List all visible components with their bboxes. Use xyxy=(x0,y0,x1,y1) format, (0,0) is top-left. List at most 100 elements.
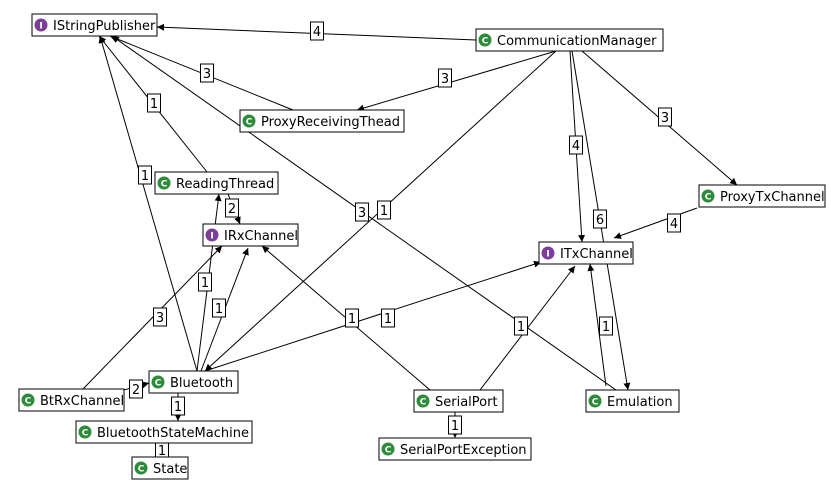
class-icon: C xyxy=(588,394,602,408)
edge-Bluetooth-to-IStringPublisher xyxy=(98,35,198,372)
edge-label: 1 xyxy=(514,316,528,336)
edge-label-box xyxy=(355,202,369,222)
edge-label: 3 xyxy=(355,202,369,222)
class-icon: C xyxy=(134,461,148,475)
class-icon: C xyxy=(242,114,256,128)
interface-icon: I xyxy=(541,246,555,260)
edge-label-count: 1 xyxy=(201,276,209,291)
node-box[interactable] xyxy=(413,389,504,413)
svg-text:I: I xyxy=(39,21,42,31)
edge-label: 3 xyxy=(153,307,167,327)
node-ProxyTxChannel[interactable]: C ProxyTxChannel xyxy=(698,184,826,208)
edge-label-count: 1 xyxy=(348,312,356,327)
edge-label: 1 xyxy=(448,415,462,435)
node-label: ProxyReceivingThead xyxy=(261,115,400,130)
edge-label: 4 xyxy=(310,21,324,41)
node-box[interactable] xyxy=(698,184,826,208)
edge-label-box xyxy=(147,93,161,113)
node-box[interactable] xyxy=(475,28,664,52)
edge-label-box xyxy=(658,107,672,127)
edge-label-box xyxy=(599,316,613,336)
node-label: ITxChannel xyxy=(560,247,633,262)
edge-label-box xyxy=(381,308,395,328)
edge-label-count: 1 xyxy=(158,444,166,459)
svg-text:C: C xyxy=(705,192,712,202)
class-icon: C xyxy=(701,189,715,203)
node-box[interactable] xyxy=(148,370,239,394)
edge-label-box xyxy=(593,209,607,229)
node-label: BluetoothStateMachine xyxy=(97,426,249,441)
edge-label-count: 3 xyxy=(661,111,669,126)
edge-SerialPort-to-IRxChannel xyxy=(204,260,542,372)
svg-text:I: I xyxy=(546,249,549,259)
edge-label-box xyxy=(225,198,239,218)
node-Emulation[interactable]: C Emulation xyxy=(585,389,680,413)
edge-label: 1 xyxy=(198,272,212,292)
node-box[interactable] xyxy=(585,389,680,413)
svg-text:C: C xyxy=(138,464,145,474)
node-box[interactable] xyxy=(202,223,299,247)
edge-label-count: 2 xyxy=(132,383,140,398)
edge-CommunicationManager-to-ProxyReceivingThead xyxy=(356,50,557,112)
node-label: Emulation xyxy=(607,395,673,410)
node-label: CommunicationManager xyxy=(497,34,657,49)
edge-label-count: 1 xyxy=(602,320,610,335)
edge-label-box xyxy=(377,200,391,220)
node-box[interactable] xyxy=(378,437,532,461)
node-box[interactable] xyxy=(18,388,125,412)
edge-label-count: 2 xyxy=(228,202,236,217)
node-ITxChannel[interactable]: I ITxChannel xyxy=(538,241,634,265)
node-box[interactable] xyxy=(75,420,253,444)
edge-label: 1 xyxy=(171,396,185,416)
edge-label: 2 xyxy=(129,379,143,399)
edge-label: 3 xyxy=(438,68,452,88)
edge-Emulation-to-ITxChannel xyxy=(587,263,607,387)
node-CommunicationManager[interactable]: C CommunicationManager xyxy=(475,28,664,52)
svg-text:C: C xyxy=(482,36,489,46)
edge-label: 2 xyxy=(225,198,239,218)
node-box[interactable] xyxy=(154,171,279,195)
edge-label-box xyxy=(514,316,528,336)
svg-text:C: C xyxy=(592,397,599,407)
node-box[interactable] xyxy=(239,109,405,133)
node-label: ReadingThread xyxy=(176,177,274,192)
edge-label: 1 xyxy=(599,316,613,336)
edge-label: 3 xyxy=(200,63,214,83)
node-label: ProxyTxChannel xyxy=(720,190,825,205)
edge-label-count: 1 xyxy=(451,419,459,434)
class-icon: C xyxy=(157,176,171,190)
svg-text:I: I xyxy=(210,231,213,241)
class-icon: C xyxy=(416,394,430,408)
node-box[interactable] xyxy=(538,241,634,265)
edge-label: 6 xyxy=(593,209,607,229)
edge-label-box xyxy=(310,21,324,41)
edge-label-box xyxy=(438,68,452,88)
edge-label-box xyxy=(198,272,212,292)
edge-label-box xyxy=(129,379,143,399)
edge-label-count: 3 xyxy=(441,72,449,87)
edge-label-count: 3 xyxy=(203,67,211,82)
node-box[interactable] xyxy=(31,13,158,37)
edge-label: 4 xyxy=(569,135,583,155)
edge-label-box xyxy=(448,415,462,435)
node-ProxyReceivingThead[interactable]: C ProxyReceivingThead xyxy=(239,109,405,133)
node-ReadingThread[interactable]: C ReadingThread xyxy=(154,171,279,195)
svg-text:C: C xyxy=(246,117,253,127)
node-box[interactable] xyxy=(131,456,189,480)
interface-icon: I xyxy=(34,18,48,32)
class-icon: C xyxy=(381,442,395,456)
edge-label-count: 4 xyxy=(572,139,580,154)
edge-label-count: 3 xyxy=(358,206,366,221)
edge-label: 1 xyxy=(381,308,395,328)
